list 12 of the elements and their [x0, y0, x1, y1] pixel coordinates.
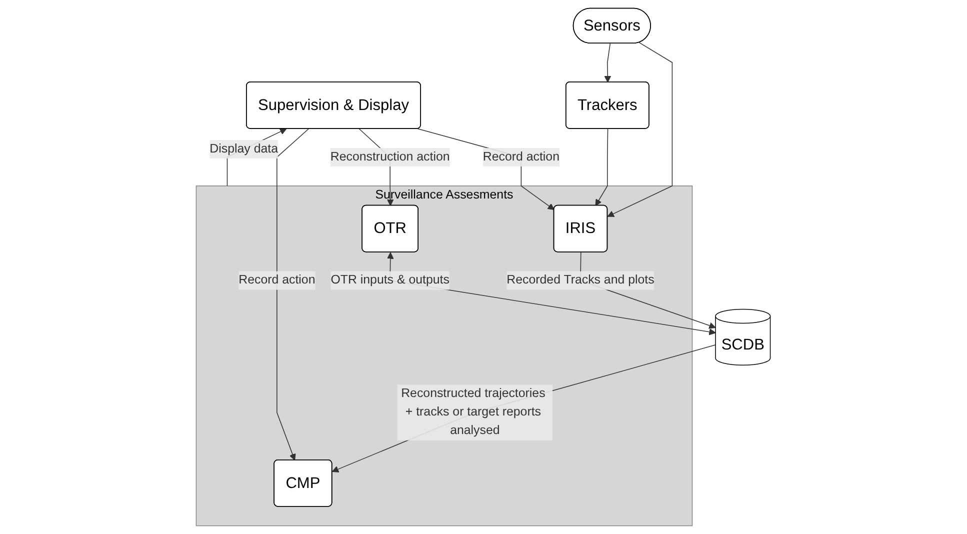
arrow: [276, 128, 310, 461]
edge-label: Record action: [483, 150, 560, 164]
arrow: [608, 42, 673, 217]
arrow: [596, 128, 608, 206]
edge-label: Recorded Tracks and plots: [506, 274, 655, 287]
arrow: [332, 344, 716, 472]
edge-label: Reconstructed trajectories + tracks or target reports analysed: [401, 386, 546, 438]
edge-label: Display data: [210, 142, 278, 156]
edge-label: Reconstruction action: [330, 150, 450, 164]
edge-label: Record action: [238, 274, 316, 287]
edge-label: OTR inputs & outputs: [330, 274, 450, 287]
arrow: [604, 43, 612, 83]
